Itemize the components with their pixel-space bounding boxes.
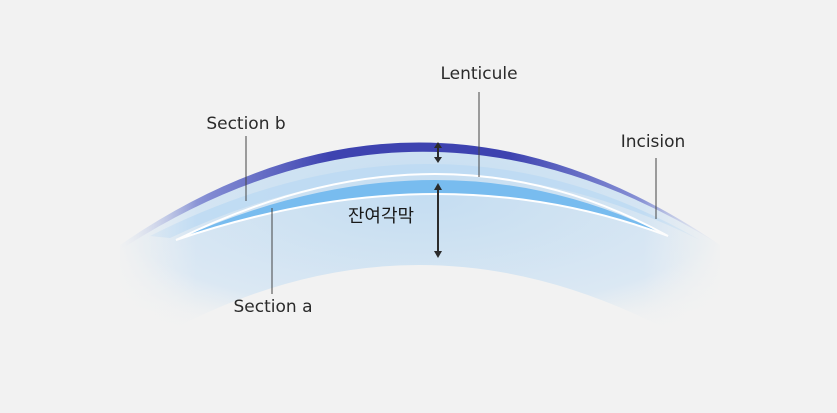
cap-thickness-arrow	[434, 142, 442, 163]
residual-stroma-label: 잔여각막	[348, 206, 414, 227]
section-a-label: Section a	[234, 297, 313, 317]
residual-stroma-arrow	[434, 183, 442, 258]
incision-label: Incision	[621, 132, 686, 152]
section-b-label: Section b	[206, 114, 285, 134]
bottom-fade	[110, 300, 730, 370]
lenticule-label: Lenticule	[440, 64, 517, 84]
